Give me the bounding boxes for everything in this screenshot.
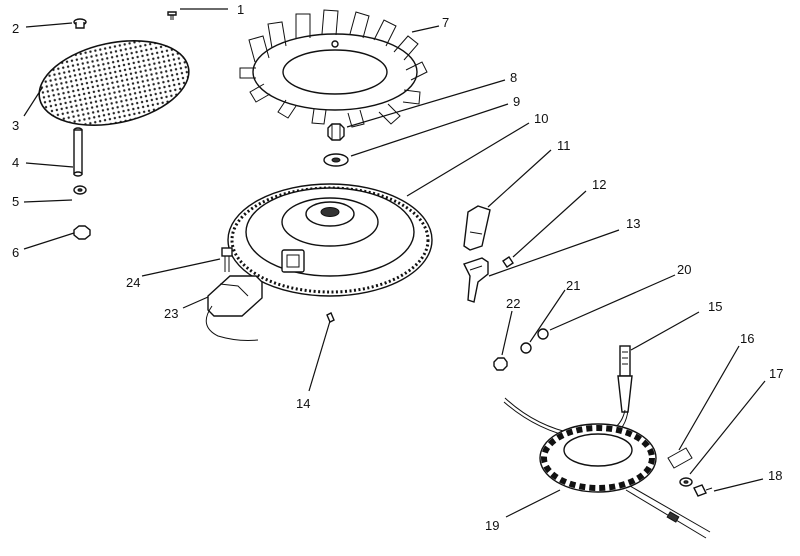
- leader-line-17: [689, 380, 766, 475]
- leader-line-12: [512, 190, 587, 258]
- leader-line-16: [678, 345, 740, 451]
- part-19-alternator-stator: [539, 423, 711, 539]
- part-4-spacer-post: [73, 127, 83, 177]
- callout-numbers: 1 2 3 4 5 6 7 8 9 10 11 12 13 14 15 16 1…: [12, 2, 783, 533]
- part-10-flywheel: [227, 183, 433, 297]
- callout-15: 15: [708, 299, 722, 314]
- parts-illustration: [38, 9, 713, 539]
- leader-line-21: [529, 289, 566, 343]
- part-23-ignition-module: [205, 275, 263, 341]
- leader-line-3: [23, 87, 43, 117]
- part-8-bolt: [327, 123, 345, 141]
- leader-line-15: [630, 311, 700, 351]
- callout-4: 4: [12, 155, 19, 170]
- part-21-washer: [520, 342, 532, 354]
- callout-21: 21: [566, 278, 580, 293]
- part-12-screw: [502, 256, 514, 268]
- callout-10: 10: [534, 111, 548, 126]
- part-14-key: [326, 312, 335, 323]
- callout-14: 14: [296, 396, 310, 411]
- leader-line-4: [25, 162, 74, 168]
- callout-24: 24: [126, 275, 140, 290]
- leader-line-14: [308, 320, 331, 392]
- leader-line-19: [505, 489, 561, 518]
- part-16-tag: [667, 447, 693, 469]
- callout-6: 6: [12, 245, 19, 260]
- leader-line-24: [141, 258, 221, 277]
- callout-8: 8: [510, 70, 517, 85]
- callout-2: 2: [12, 21, 19, 36]
- part-6-nut: [73, 225, 91, 240]
- leader-line-2: [25, 22, 73, 28]
- callout-3: 3: [12, 118, 19, 133]
- part-9-washer: [323, 153, 349, 167]
- callout-9: 9: [513, 94, 520, 109]
- part-1-screw: [167, 11, 177, 20]
- part-5-washer: [73, 185, 87, 195]
- part-3-mesh-screen: [38, 40, 190, 126]
- callout-7: 7: [442, 15, 449, 30]
- leader-line-8: [346, 79, 506, 128]
- callout-1: 1: [237, 2, 244, 17]
- callout-13: 13: [626, 216, 640, 231]
- part-24-screw: [221, 247, 233, 272]
- callout-16: 16: [740, 331, 754, 346]
- part-20-washer: [537, 328, 549, 340]
- leader-line-18: [713, 478, 764, 492]
- callout-17: 17: [769, 366, 783, 381]
- callout-20: 20: [677, 262, 691, 277]
- part-22-nut: [493, 357, 508, 371]
- leader-line-23: [182, 296, 209, 309]
- leader-line-11: [487, 149, 552, 208]
- leader-line-5: [23, 199, 73, 203]
- callout-5: 5: [12, 194, 19, 209]
- leader-line-7: [411, 25, 440, 33]
- leader-line-22: [501, 310, 513, 356]
- callout-22: 22: [506, 296, 520, 311]
- part-11-bracket: [463, 205, 491, 251]
- callout-19: 19: [485, 518, 499, 533]
- callout-12: 12: [592, 177, 606, 192]
- callout-11: 11: [557, 138, 571, 153]
- part-18-screw: [693, 484, 713, 497]
- callout-18: 18: [768, 468, 782, 483]
- part-17-washer: [679, 477, 693, 487]
- leader-line-10: [406, 122, 530, 197]
- part-13-bracket: [463, 257, 489, 303]
- leader-line-9: [350, 103, 509, 157]
- callout-23: 23: [164, 306, 178, 321]
- leader-line-13: [488, 229, 620, 277]
- leader-line-20: [549, 274, 676, 331]
- leader-line-6: [23, 232, 75, 250]
- leader-lines: [23, 8, 766, 518]
- part-2-screw: [73, 18, 87, 29]
- part-7-cooling-fan: [239, 9, 428, 128]
